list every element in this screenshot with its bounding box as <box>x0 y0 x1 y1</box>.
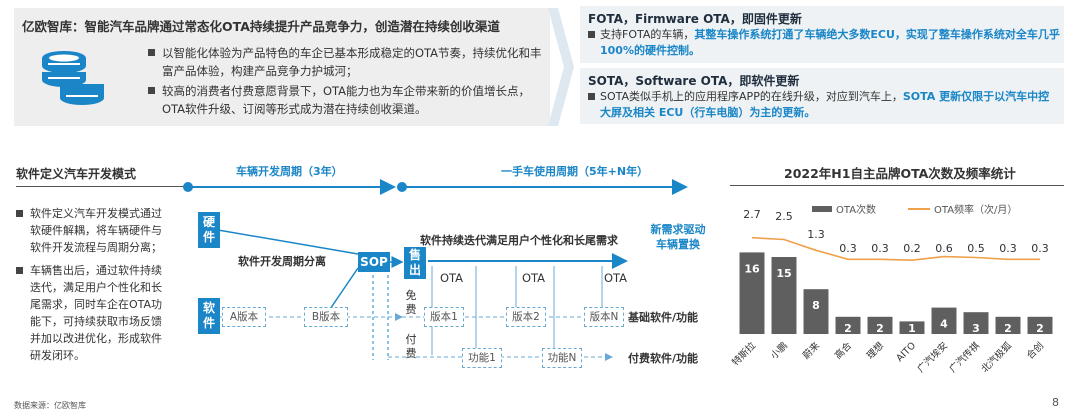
bar <box>867 316 893 334</box>
version-n-box: 版本N <box>584 307 624 327</box>
continuous-iteration-label: 软件持续迭代满足用户个性化和长尾需求 <box>420 234 618 247</box>
chart-title: 2022年H1自主品牌OTA次数及频率统计 <box>784 166 1016 181</box>
summary-card: 亿欧智库：智能汽车品牌通过常态化OTA持续提升产品竞争力，创造潜在持续创收渠道 … <box>14 8 550 126</box>
bar-value-label: 16 <box>744 262 760 275</box>
software-box: 软件 <box>198 298 220 334</box>
category-label: 特斯拉 <box>729 339 758 368</box>
bar <box>963 312 989 334</box>
line-value-label: 0.3 <box>871 242 889 255</box>
category-label: 蔚来 <box>800 339 822 361</box>
legend-label: OTA频率（次/月） <box>934 203 1017 216</box>
vehicle-dev-period: 车辆开发周期（3年） <box>236 165 343 178</box>
version-a-box: A版本 <box>222 307 266 327</box>
category-label: 广汽传祺 <box>947 339 983 375</box>
line-value-label: 1.3 <box>807 228 825 241</box>
dev-model-title: 软件定义汽车开发模式 <box>16 167 137 181</box>
sota-card: SOTA，Software OTA，即软件更新 SOTA类似手机上的应用程序AP… <box>580 68 1064 124</box>
summary-bullet: 以智能化体验为产品特色的车企已基本形成稳定的OTA节奏，持续优化和丰富产品体验，… <box>148 44 544 80</box>
summary-title: 亿欧智库：智能汽车品牌通过常态化OTA持续提升产品竞争力，创造潜在持续创收渠道 <box>22 16 500 35</box>
fota-body-text: 支持FOTA的车辆， <box>600 28 695 41</box>
feature-1-box: 功能1 <box>462 348 502 368</box>
fota-heading: FOTA，Firmware OTA，即固件更新 <box>588 12 802 26</box>
bar-value-label: 8 <box>812 299 820 312</box>
ota-label: OTA <box>440 271 464 285</box>
sota-body: SOTA类似手机上的应用程序APP的在线升级，对应到汽车上，SOTA 更新仅限于… <box>588 89 1060 121</box>
summary-bullet: 较高的消费者付费意愿背景下，OTA能力也为车企带来新的价值增长点，OTA软件升级… <box>148 82 544 118</box>
legend-label: OTA次数 <box>836 203 876 216</box>
version-b-box: B版本 <box>304 307 348 327</box>
first-hand-usage-period: 一手车使用周期（5年+N年） <box>501 165 649 178</box>
category-label: AITO <box>894 340 918 364</box>
ota-label: OTA <box>522 271 546 285</box>
category-label: 理想 <box>864 339 886 361</box>
sop-box: SOP <box>358 252 390 272</box>
feature-n-box: 功能N <box>542 348 582 368</box>
category-label: 合创 <box>1024 340 1046 362</box>
line-value-label: 2.5 <box>775 210 793 223</box>
divider <box>16 186 184 187</box>
bar <box>771 257 797 334</box>
bar <box>1027 316 1053 334</box>
category-label: 广汽埃安 <box>915 340 950 375</box>
fota-body-highlight: 其整车操作系统打通了车辆绝大多数ECU，实现了整车操作系统对全车几乎100%的硬… <box>600 28 1060 57</box>
version-2-box: 版本2 <box>506 307 546 327</box>
bar-value-label: 4 <box>940 318 948 331</box>
paid-software-label: 付费软件/功能 <box>628 352 699 365</box>
coin-stack-icon <box>42 51 104 105</box>
hardware-box: 硬件 <box>198 212 220 248</box>
line-value-label: 0.6 <box>935 242 953 255</box>
chevron-right-icon <box>548 8 574 126</box>
dev-separation-label: 软件开发周期分离 <box>238 255 326 268</box>
ota-label: OTA <box>604 271 628 285</box>
ota-chart-svg: OTA次数 OTA频率（次/月） 2.7 2.5 1.3 0.3 0.3 0.2 0.6 0.5 0… <box>729 203 1053 375</box>
legend-swatch-bar <box>812 206 832 212</box>
dev-model-bullets: 软件定义汽车开发模式通过软硬件解耦，将车辆硬件与软件开发流程与周期分离； 车辆售… <box>16 205 170 370</box>
page-number: 8 <box>1052 396 1059 409</box>
bar <box>931 307 957 334</box>
category-label: 小鹏 <box>768 340 790 362</box>
divider <box>730 185 1064 186</box>
bar-value-label: 2 <box>844 322 852 335</box>
line-value-label: 0.3 <box>1031 242 1049 255</box>
line-value-label: 2.7 <box>743 208 761 221</box>
line-value-label: 0.3 <box>999 242 1017 255</box>
ota-chart: OTA次数 OTA频率（次/月） 2.7 2.5 1.3 0.3 0.3 0.2 0.6 0.5 0… <box>726 192 1066 384</box>
data-source: 数据来源：亿欧智库 <box>14 401 86 410</box>
bar <box>835 316 861 334</box>
bar-value-label: 3 <box>972 322 980 335</box>
sota-heading: SOTA，Software OTA，即软件更新 <box>588 74 800 88</box>
summary-bullets: 以智能化体验为产品特色的车企已基本形成稳定的OTA节奏，持续优化和丰富产品体验，… <box>148 44 544 120</box>
fota-card: FOTA，Firmware OTA，即固件更新 支持FOTA的车辆，其整车操作系… <box>580 6 1064 63</box>
summary-title-text: 智能汽车品牌通过常态化OTA持续提升产品竞争力，创造潜在持续创收渠道 <box>84 19 500 34</box>
bar <box>803 289 829 334</box>
summary-title-brand: 亿欧智库： <box>22 19 85 34</box>
bar-value-label: 1 <box>908 322 916 335</box>
line-value-label: 0.2 <box>903 242 921 255</box>
category-label: 北汽极狐 <box>979 339 1015 375</box>
line-value-label: 0.3 <box>839 242 857 255</box>
basic-software-label: 基础软件/功能 <box>628 311 699 324</box>
paid-label: 付费 <box>405 333 417 360</box>
new-demand-label: 新需求驱动车辆置换 <box>650 223 706 251</box>
bar-value-label: 15 <box>776 267 791 280</box>
free-label: 免费 <box>405 289 417 316</box>
sold-box: 售出 <box>404 247 426 279</box>
bar-value-label: 2 <box>1036 322 1044 335</box>
sota-body-text: SOTA类似手机上的应用程序APP的在线升级，对应到汽车上， <box>600 90 903 103</box>
bar <box>899 321 925 334</box>
category-label: 高合 <box>832 339 854 361</box>
bar-value-label: 2 <box>876 322 884 335</box>
dev-model-bullet: 车辆售出后，通过软件持续迭代，满足用户个性化和长尾需求，同时车企在OTA功能下，… <box>16 262 170 364</box>
bar <box>995 316 1021 334</box>
series-line-ota-frequency <box>751 236 1040 262</box>
sota-body-highlight: SOTA 更新仅限于以汽车中控大屏及相关 ECU（行车电脑）为主的更新。 <box>600 90 1050 119</box>
bar <box>739 252 765 334</box>
line-value-label: 0.5 <box>967 242 985 255</box>
dev-model-bullet: 软件定义汽车开发模式通过软硬件解耦，将车辆硬件与软件开发流程与周期分离； <box>16 205 170 256</box>
software-defined-vehicle-diagram: 车辆开发周期（3年） 一手车使用周期（5年+N年） 硬件 软件 SOP 售出 软… <box>176 150 716 390</box>
fota-body: 支持FOTA的车辆，其整车操作系统打通了车辆绝大多数ECU，实现了整车操作系统对… <box>588 27 1060 59</box>
version-1-box: 版本1 <box>424 307 464 327</box>
bar-value-label: 2 <box>1004 322 1012 335</box>
